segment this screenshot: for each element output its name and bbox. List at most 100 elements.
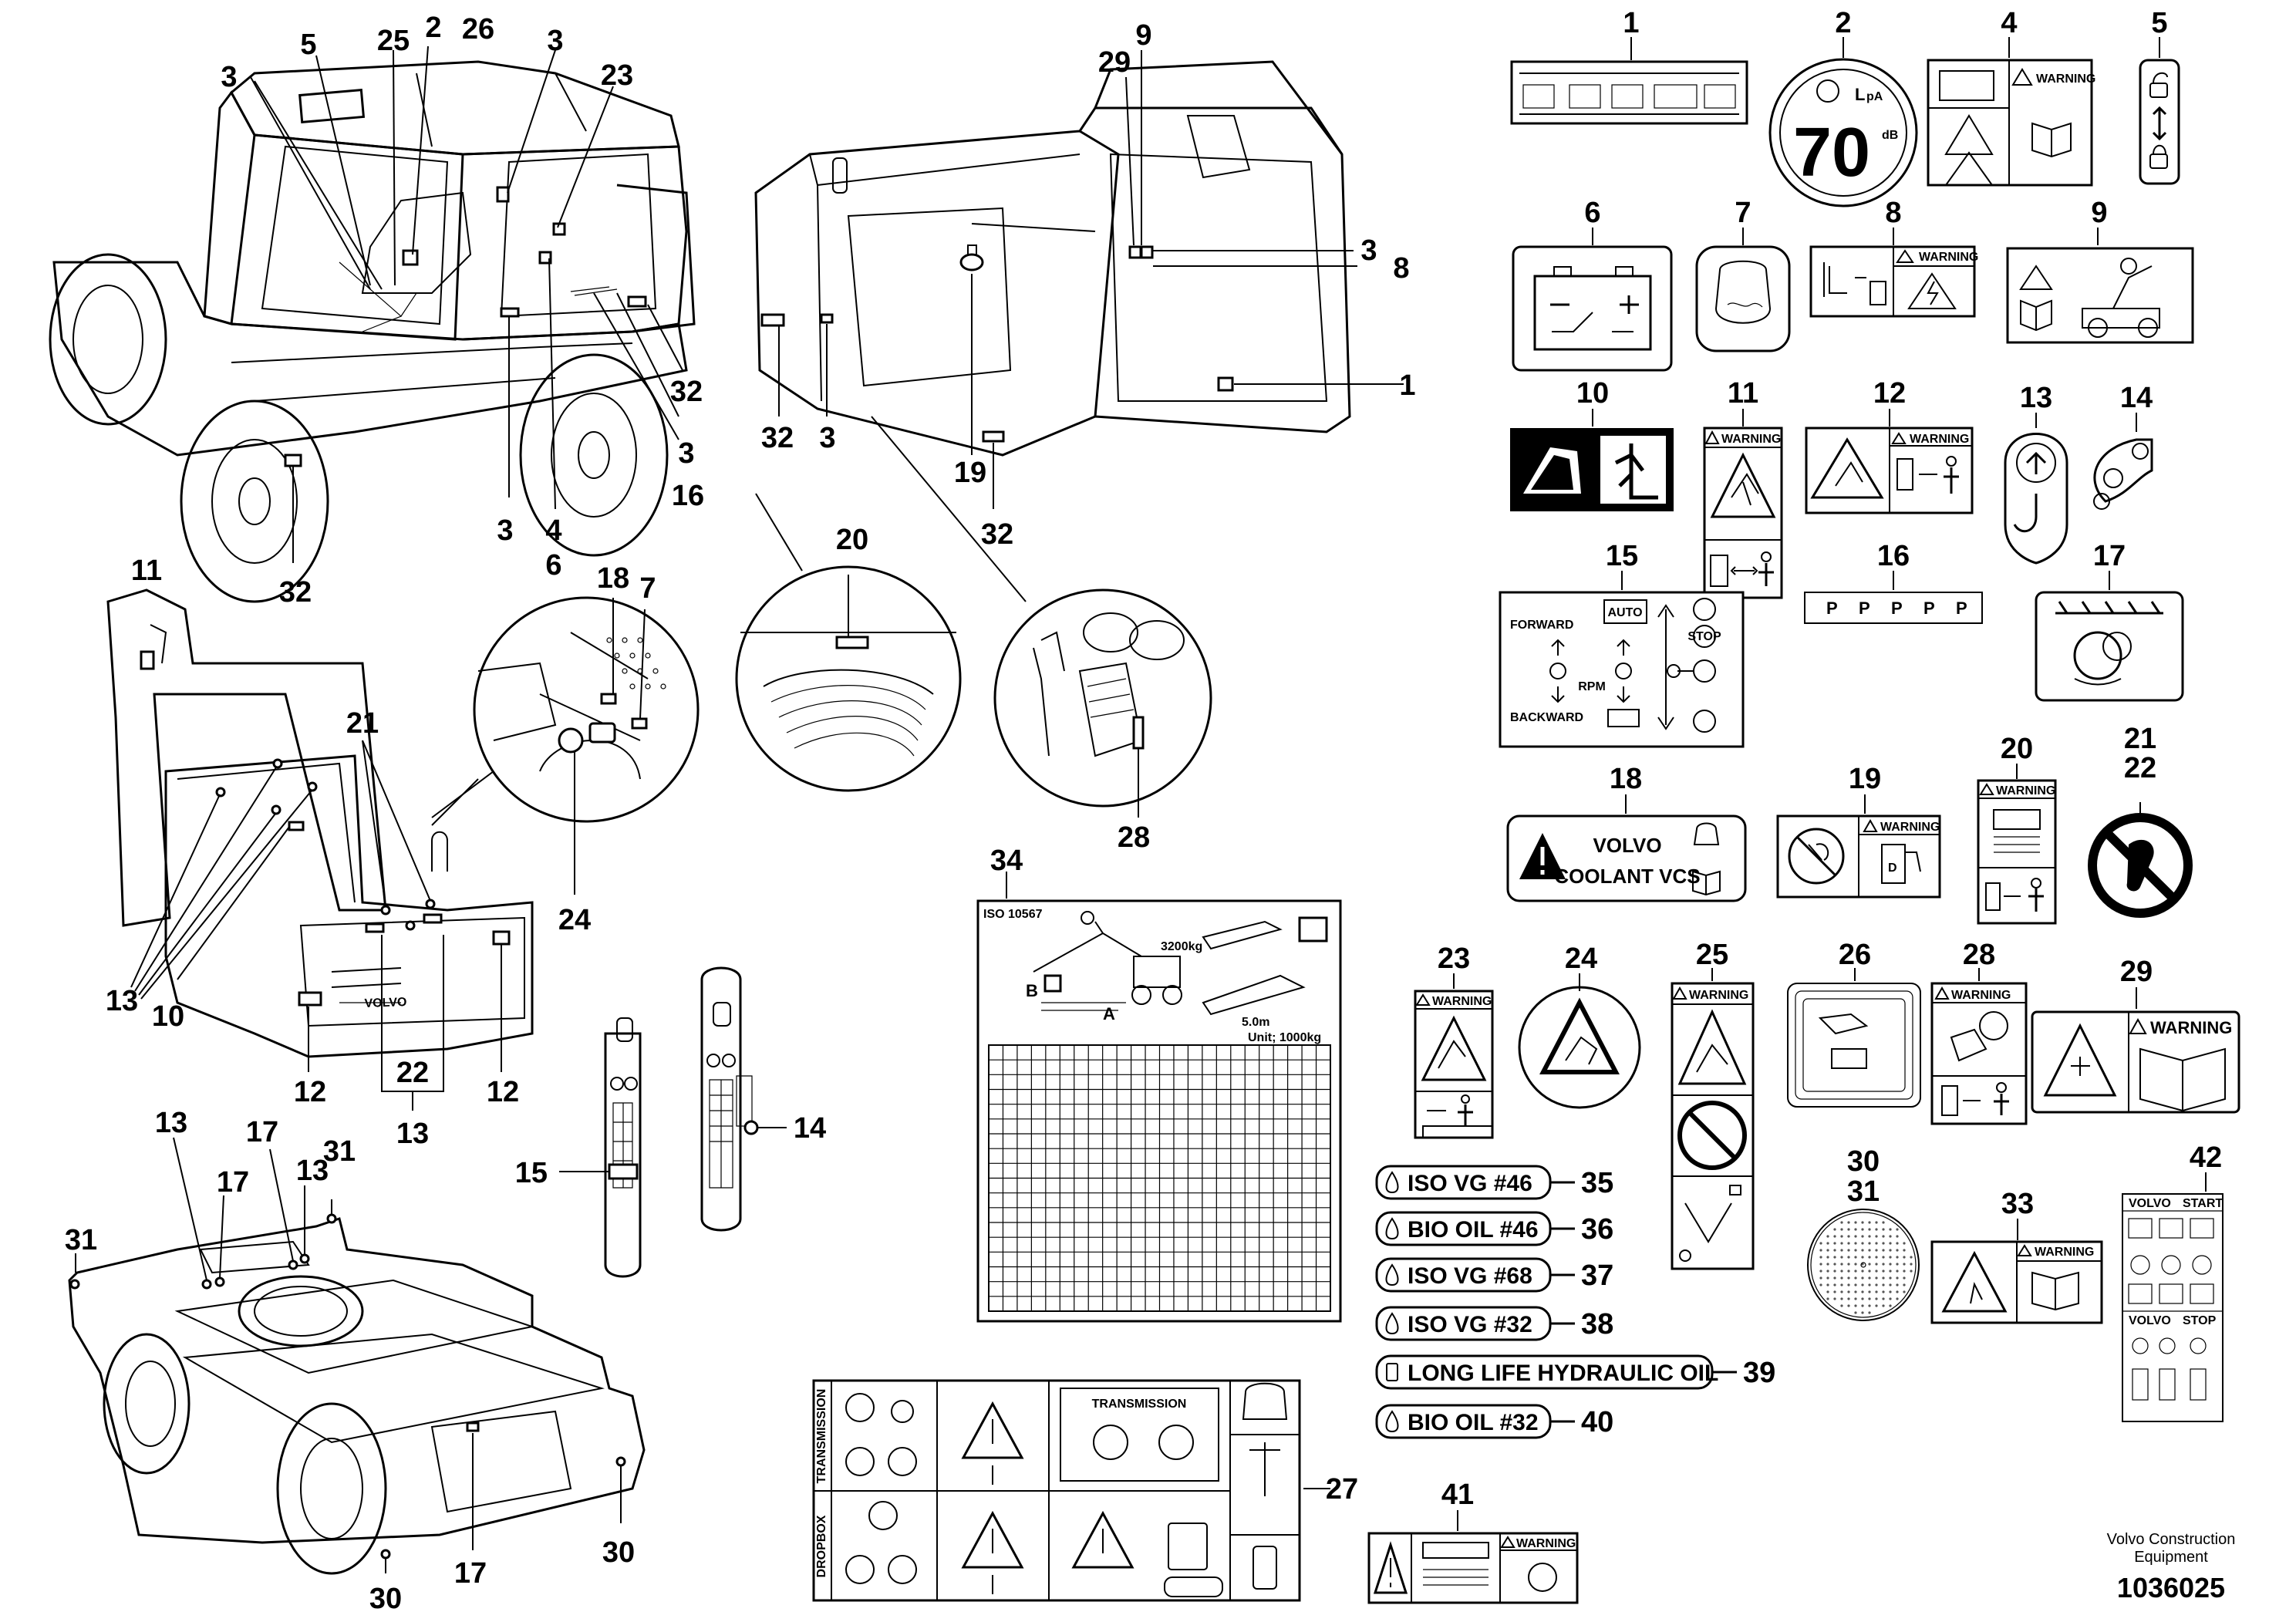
- decal-20: WARNING: [1977, 764, 2057, 925]
- transmission-title: TRANSMISSION: [1092, 1398, 1187, 1411]
- reflector-dot: [1868, 1297, 1871, 1300]
- decal-15: AUTO FORWARD BACKWARD RPM STOP: [1499, 571, 1745, 748]
- decal-17: [2035, 571, 2184, 702]
- decal-33: WARNING: [1930, 1219, 2103, 1324]
- callout-36: 36: [1581, 1213, 1613, 1246]
- reflector-dot: [1875, 1276, 1878, 1280]
- decal-16: P P P P P: [1804, 571, 1983, 624]
- reflector-dot: [1854, 1290, 1857, 1293]
- callout-12: 12: [294, 1076, 326, 1108]
- stop-label: STOP: [1687, 630, 1721, 643]
- decal-4: WARNING: [1927, 37, 2095, 187]
- oil-label-40: BIO OIL #32: [1375, 1404, 1575, 1439]
- callout-3: 3: [547, 25, 563, 57]
- callout-16: 16: [1877, 540, 1910, 572]
- callout-1: 1: [1623, 7, 1639, 39]
- reflector-dot: [1819, 1256, 1822, 1259]
- footer-drawing-number: 1036025: [2116, 1572, 2226, 1603]
- reflector-dot: [1826, 1242, 1829, 1245]
- oil-37-text: ISO VG #68: [1408, 1263, 1532, 1289]
- callout-19: 19: [1849, 763, 1881, 795]
- callout-17: 17: [246, 1116, 278, 1148]
- p-4: P: [1923, 599, 1935, 618]
- oil-40-text: BIO OIL #32: [1408, 1410, 1539, 1435]
- forward-label: FORWARD: [1510, 619, 1573, 632]
- reflector-dot: [1861, 1290, 1864, 1293]
- reflector-dot: [1840, 1242, 1843, 1245]
- reflector-dot: [1847, 1290, 1850, 1293]
- callout-10: 10: [152, 1000, 184, 1033]
- reflector-dot: [1840, 1221, 1843, 1224]
- decal-28: WARNING: [1930, 968, 2028, 1125]
- reflector-dot: [1875, 1221, 1878, 1224]
- reflector-dot: [1854, 1283, 1857, 1286]
- reflector-dot: [1847, 1283, 1850, 1286]
- reflector-dot: [1840, 1263, 1843, 1266]
- warning-19: WARNING: [1880, 821, 1940, 834]
- reflector-dot: [1833, 1290, 1836, 1293]
- reflector-dot: [1861, 1311, 1864, 1314]
- reflector-dot: [1910, 1263, 1913, 1266]
- decal-13: [2004, 413, 2068, 565]
- reflector-dot: [1896, 1256, 1899, 1259]
- decal-10: [1510, 409, 1674, 511]
- reflector-dot: [1833, 1256, 1836, 1259]
- reflector-dot: [1847, 1256, 1850, 1259]
- callout-15: 15: [515, 1157, 548, 1189]
- callout-7: 7: [1735, 197, 1751, 229]
- warning-25: WARNING: [1689, 989, 1748, 1002]
- decal-34-lift-capacity: ISO 10567 B A 3200kg 5.0m Unit; 1000kg: [976, 872, 1342, 1323]
- callout-29: 29: [1098, 46, 1131, 79]
- callout-17: 17: [454, 1557, 487, 1590]
- reflector-dot: [1882, 1270, 1885, 1273]
- reflector-dot: [1854, 1297, 1857, 1300]
- reflector-dot: [1826, 1297, 1829, 1300]
- callout-2: 2: [425, 12, 441, 44]
- decal-7: [1695, 228, 1791, 352]
- reflector-dot: [1854, 1221, 1857, 1224]
- callout-14: 14: [2120, 382, 2153, 414]
- oil-35-text: ISO VG #46: [1408, 1171, 1532, 1196]
- oil-label-36: BIO OIL #46: [1375, 1211, 1575, 1246]
- reflector-dot: [1889, 1270, 1892, 1273]
- callout-26: 26: [462, 13, 494, 46]
- warning-29: WARNING: [2150, 1018, 2232, 1037]
- footer-company: Volvo Construction Equipment: [2106, 1531, 2236, 1566]
- reflector-dot: [1896, 1290, 1899, 1293]
- decal-42: VOLVO START VOLVO STOP: [2122, 1172, 2224, 1422]
- callout-27: 27: [1326, 1473, 1358, 1506]
- reflector-dot: [1847, 1297, 1850, 1300]
- p-3: P: [1891, 599, 1903, 618]
- reflector-dot: [1875, 1242, 1878, 1245]
- reflector-dot: [1875, 1263, 1878, 1266]
- machine-view-undercarriage: [68, 1137, 646, 1575]
- callout-13: 13: [296, 1155, 329, 1187]
- reflector-dots: [1819, 1221, 1913, 1314]
- reflector-dot: [1903, 1249, 1906, 1252]
- reflector-dot: [1833, 1297, 1836, 1300]
- span-label: 5.0m: [1242, 1016, 1269, 1029]
- reflector-dot: [1861, 1276, 1864, 1280]
- coolant-label: COOLANT VCS: [1554, 865, 1700, 888]
- stop-42: STOP: [2183, 1314, 2217, 1327]
- reflector-dot: [1826, 1283, 1829, 1286]
- callout-9: 9: [1135, 19, 1151, 52]
- reflector-dot: [1861, 1249, 1864, 1252]
- callout-24: 24: [558, 904, 591, 936]
- reflector-dot: [1861, 1297, 1864, 1300]
- decal-21-22: [2088, 802, 2193, 918]
- reflector-dot: [1882, 1242, 1885, 1245]
- reflector-dot: [1868, 1242, 1871, 1245]
- callout-30: 30: [369, 1583, 402, 1615]
- reflector-dot: [1861, 1270, 1864, 1273]
- reflector-dot: [1854, 1270, 1857, 1273]
- oil-label-35: ISO VG #46: [1375, 1165, 1575, 1200]
- reflector-dot: [1847, 1249, 1850, 1252]
- reflector-dot: [1875, 1235, 1878, 1238]
- reflector-dot: [1889, 1283, 1892, 1286]
- reflector-dot: [1840, 1249, 1843, 1252]
- reflector-dot: [1840, 1304, 1843, 1307]
- callout-12: 12: [1873, 377, 1906, 410]
- reflector-dot: [1896, 1270, 1899, 1273]
- decal-27-transmission: TRANSMISSION DROPBOX TRANSMISSION: [812, 1379, 1330, 1602]
